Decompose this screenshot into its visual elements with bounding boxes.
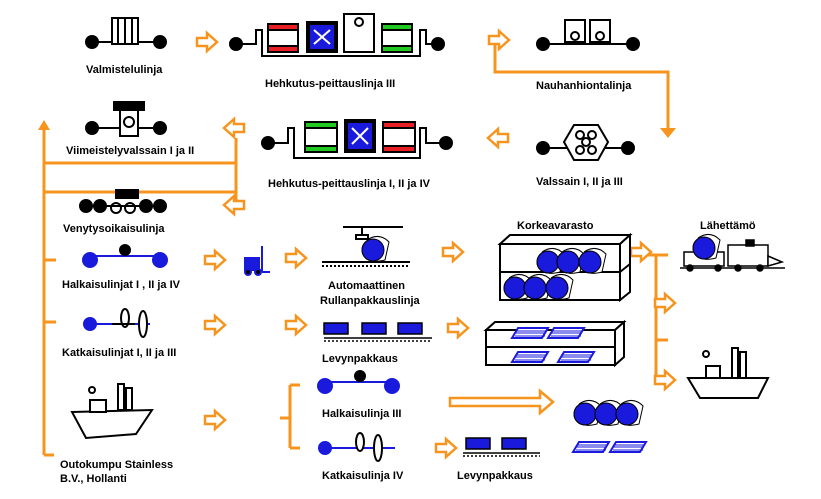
- label-viimeistely: Viimeistelyvalssain I ja II: [66, 145, 195, 157]
- valmistelulinja-icon: [85, 17, 167, 49]
- katkaisulinja-4-icon: [318, 432, 395, 462]
- label-hehkutus-3: Hehkutus-peittauslinja III: [265, 78, 396, 90]
- katkaisulinjat-icon: [83, 308, 150, 338]
- label-levynpakkaus: Levynpakkaus: [322, 353, 398, 365]
- label-valssain: Valssain I, II ja III: [536, 176, 623, 188]
- label-levynpakkaus-2: Levynpakkaus: [457, 470, 533, 482]
- train-icon: [680, 233, 785, 272]
- hehkutus-peittauslinja-3-icon: [229, 13, 445, 57]
- venytysoikaisulinja-icon: [79, 189, 167, 214]
- ship-icon-left: [70, 383, 154, 440]
- label-halkaisu-3: Halkaisulinja III: [322, 408, 402, 420]
- viimeistelyvalssain-icon: [85, 101, 167, 137]
- label-nauhanhionta: Nauhanhiontalinja: [536, 80, 632, 92]
- halkaisulinja-3-icon: [317, 370, 400, 394]
- label-katkaisu-123: Katkaisulinjat I, II ja III: [62, 347, 177, 359]
- label-katkaisu-4: Katkaisulinja IV: [322, 470, 404, 482]
- flow-arrows: [195, 29, 677, 459]
- label-lahettamo: Lähettämö: [700, 220, 756, 232]
- sheet-group-icon: [572, 441, 647, 453]
- label-outokumpu-2: B.V., Hollanti: [60, 473, 127, 485]
- ship-icon-right: [686, 347, 770, 399]
- label-korkeavarasto: Korkeavarasto: [517, 220, 594, 232]
- halkaisulinjat-icon: [82, 244, 168, 268]
- label-venytys: Venytysoikaisulinja: [63, 223, 165, 235]
- korkeavarasto-icon: [497, 232, 633, 303]
- label-automaattinen: Automaattinen: [328, 280, 405, 292]
- nauhanhiontalinja-icon: [536, 19, 640, 51]
- valssain-icon: [536, 124, 635, 161]
- label-halkaisu-124: Halkaisulinjat I , II ja IV: [62, 279, 180, 291]
- sheet-storage-icon: [483, 319, 627, 368]
- forklift-icon: [244, 246, 270, 276]
- label-valmistelulinja: Valmistelulinja: [86, 64, 163, 76]
- coil-group-icon: [573, 399, 644, 426]
- label-rullanpakkaus: Rullanpakkauslinja: [320, 295, 420, 307]
- hehkutus-peittauslinja-124-icon: [261, 119, 453, 159]
- levynpakkaus-2-icon: [463, 437, 540, 457]
- levynpakkaus-icon: [323, 322, 432, 342]
- label-outokumpu-1: Outokumpu Stainless: [60, 459, 174, 471]
- rullanpakkaus-icon: [322, 226, 410, 267]
- label-hehkutus-124: Hehkutus-peittauslinja I, II ja IV: [268, 178, 430, 190]
